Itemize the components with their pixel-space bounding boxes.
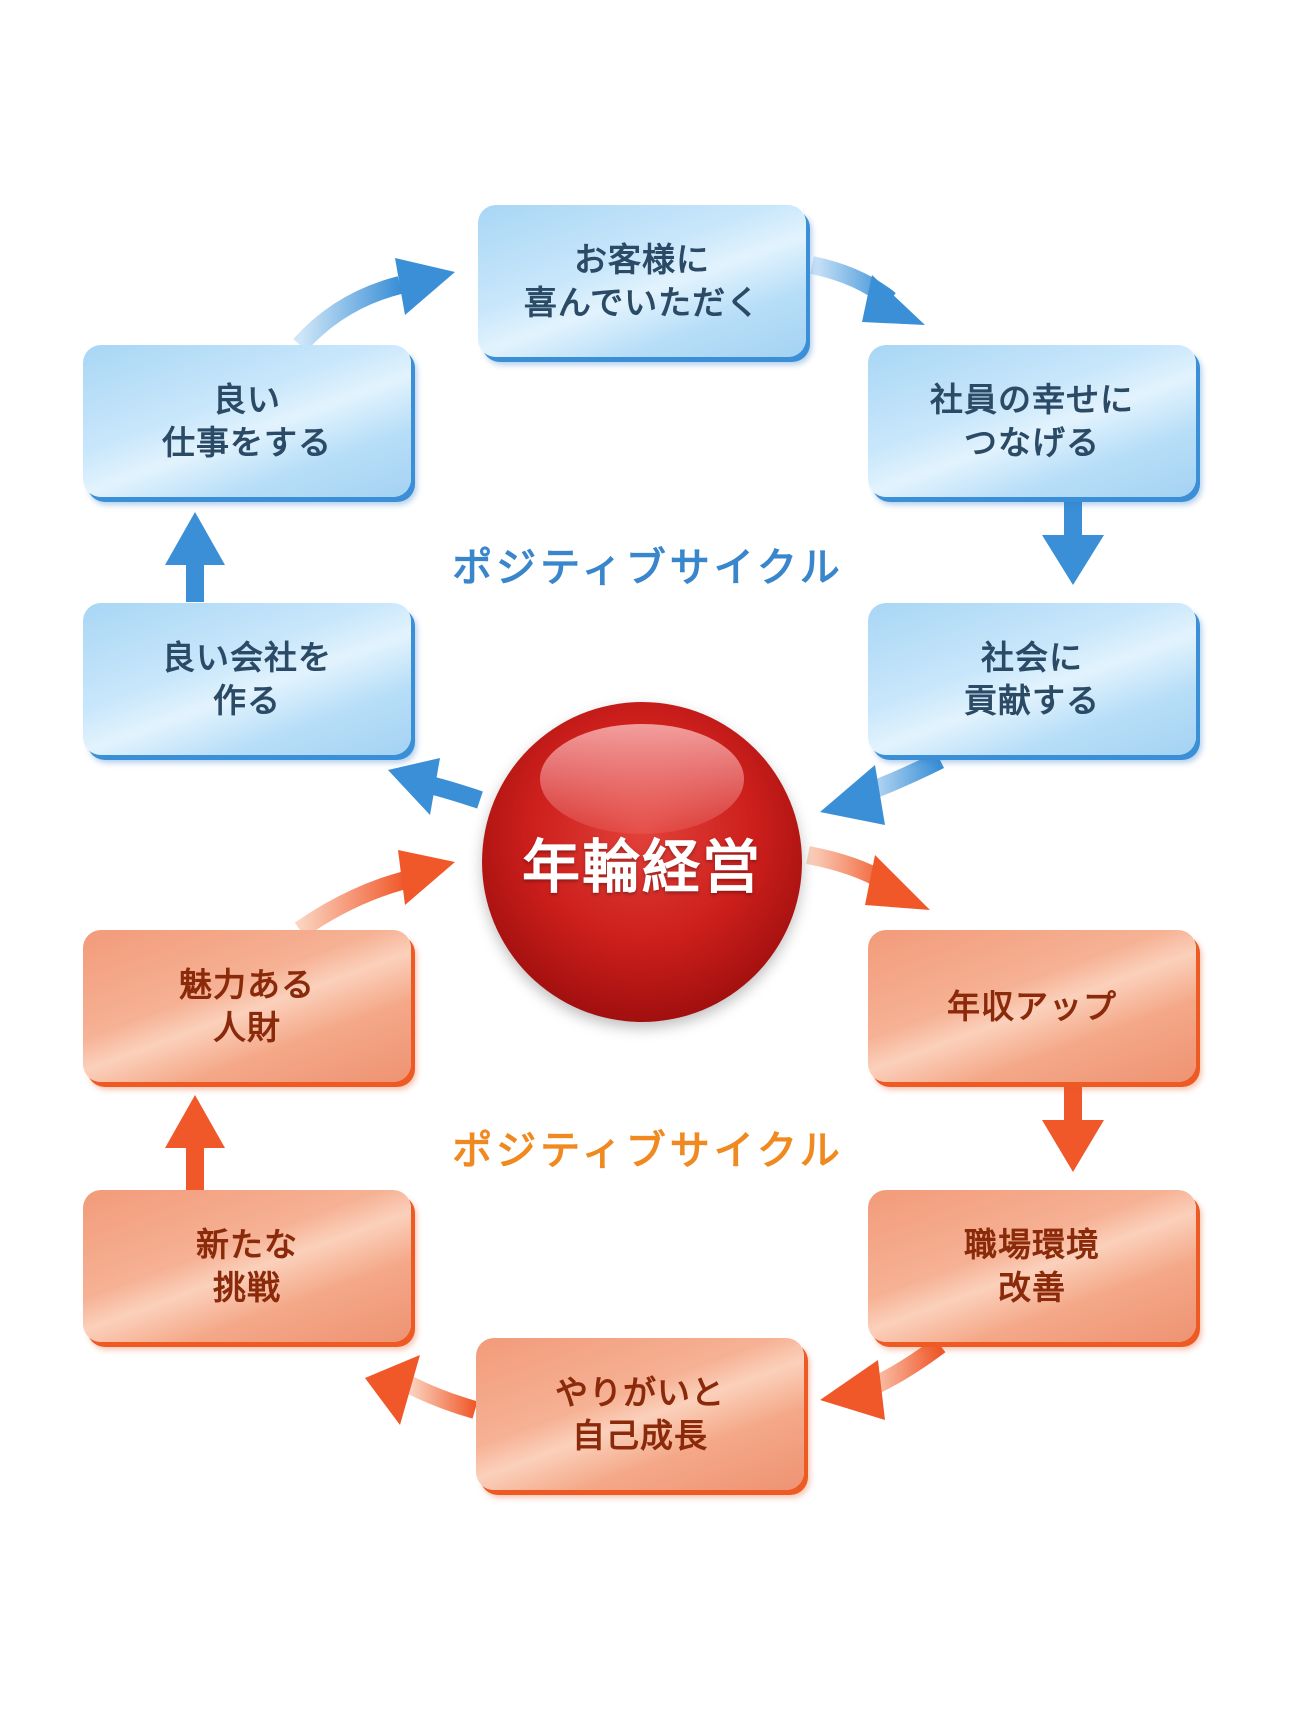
step-text-line2: 挑戦 xyxy=(213,1268,281,1307)
step-text-line1: 社員の幸せに xyxy=(930,380,1134,419)
step-text-line2: 喜んでいただく xyxy=(523,283,761,322)
arrow-center-to-left2 xyxy=(388,758,483,815)
step-good-work: 良い仕事をする xyxy=(83,345,411,497)
step-text-line1: やりがいと xyxy=(555,1373,725,1412)
step-workplace-improvement: 職場環境改善 xyxy=(868,1190,1196,1342)
center-label: 年輪経営 xyxy=(521,833,762,901)
step-new-challenge: 新たな挑戦 xyxy=(83,1190,411,1342)
blue-cycle-label: ポジティブサイクル xyxy=(452,545,844,591)
step-text-line2: 貢献する xyxy=(964,681,1100,720)
step-text-line1: 良い会社を xyxy=(162,638,332,677)
orange-cycle-label: ポジティブサイクル xyxy=(452,1128,844,1174)
step-text-line2: つなげる xyxy=(964,423,1100,462)
step-attractive-talent: 魅力ある人財 xyxy=(83,930,411,1082)
arrow-left1-to-top xyxy=(293,258,455,352)
arrow-right1-to-right2 xyxy=(1042,500,1104,585)
arrow-bottom-to-left4 xyxy=(365,1355,478,1425)
step-text-line1: お客様に xyxy=(573,240,710,279)
step-text-line1: 職場環境 xyxy=(964,1225,1100,1264)
step-text-line1: 社会に xyxy=(981,638,1083,677)
arrow-left2-to-left1 xyxy=(165,512,225,602)
ball-gloss xyxy=(540,724,744,834)
step-customer-delight: お客様に喜んでいただく xyxy=(478,205,806,357)
step-income-up: 年収アップ xyxy=(868,930,1196,1082)
step-fulfillment-growth: やりがいと自己成長 xyxy=(476,1338,804,1490)
step-text-line2: 自己成長 xyxy=(572,1416,708,1455)
step-text-line1: 年収アップ xyxy=(947,986,1117,1026)
arrow-top-to-right1 xyxy=(810,256,925,325)
arrow-right2-to-center xyxy=(820,751,945,825)
step-text-line2: 人財 xyxy=(213,1008,281,1047)
step-text-line2: 仕事をする xyxy=(162,423,332,462)
step-text-line2: 作る xyxy=(213,681,281,720)
step-text-line1: 良い xyxy=(213,380,281,419)
step-contribute-society: 社会に貢献する xyxy=(868,603,1196,755)
arrow-right4-to-bottom xyxy=(820,1337,946,1420)
step-text-line2: 改善 xyxy=(998,1268,1066,1307)
center-ball: 年輪経営 xyxy=(482,702,802,1022)
arrow-right3-to-right4 xyxy=(1042,1085,1104,1172)
arrow-left3-to-center xyxy=(294,850,455,938)
step-text-line1: 魅力ある xyxy=(179,965,315,1004)
step-text-line1: 新たな xyxy=(196,1225,298,1264)
arrow-center-to-right3 xyxy=(806,846,930,910)
step-good-company: 良い会社を作る xyxy=(83,603,411,755)
arrow-left4-to-left3 xyxy=(165,1095,225,1190)
step-employee-happiness: 社員の幸せにつなげる xyxy=(868,345,1196,497)
